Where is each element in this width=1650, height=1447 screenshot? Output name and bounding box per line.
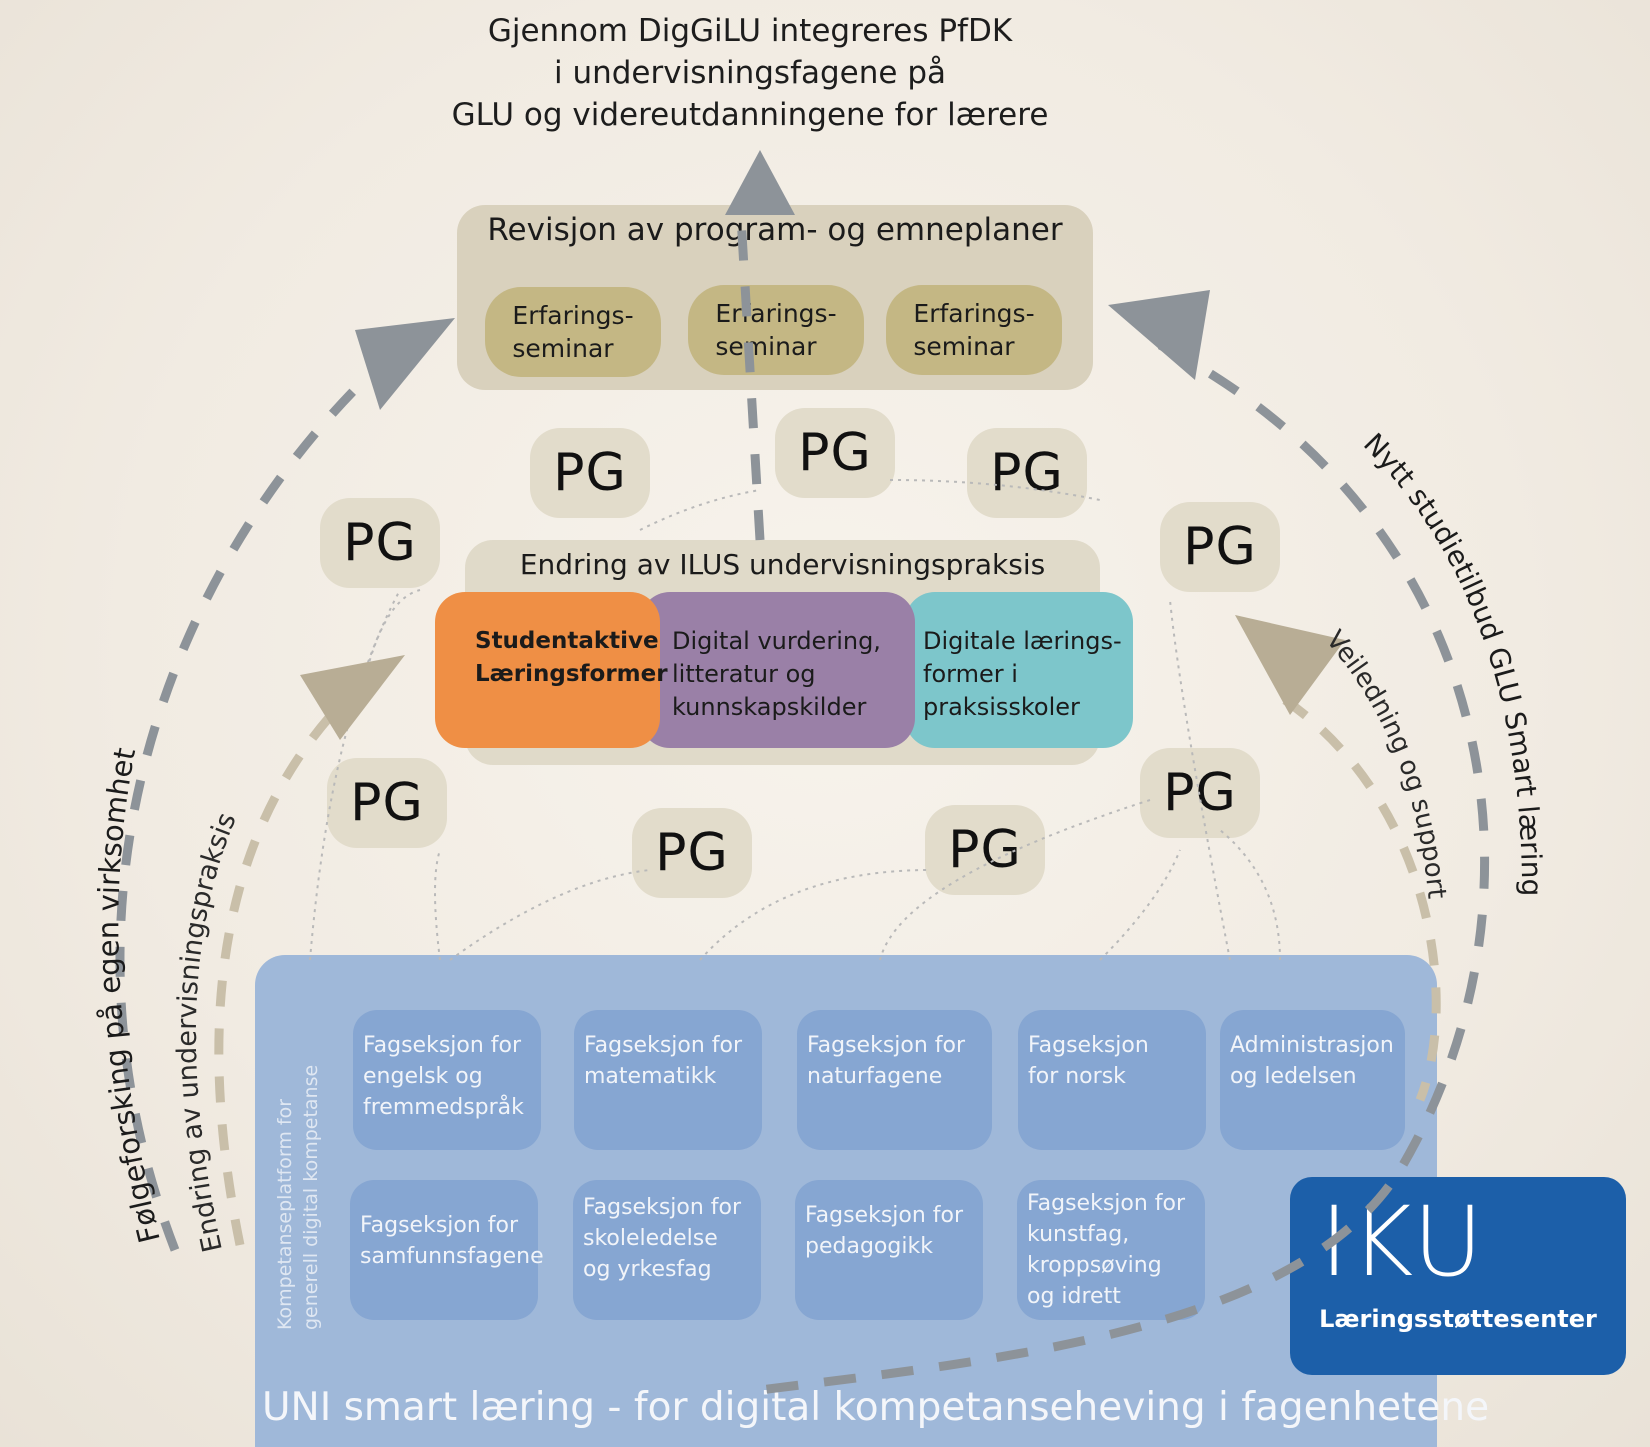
section-line: kunstfag, (1027, 1222, 1130, 1247)
title-line: GLU og videreutdanningene for lærere (451, 97, 1049, 133)
digitale-laeringsformer-box: Digitale lærings- former i praksisskoler (905, 592, 1133, 748)
pg-node: PG (775, 408, 895, 498)
iku-logo: IKU Læringsstøttesenter (1290, 1177, 1626, 1375)
seminar-line: seminar (913, 332, 1015, 361)
section-line: Fagseksjon for (584, 1033, 743, 1058)
section-line: Fagseksjon for (583, 1195, 742, 1220)
pg-node: PG (320, 498, 440, 588)
section-line: fremmedspråk (363, 1095, 524, 1120)
uni-smart-laering-title: UNI smart læring - for digital kompetans… (262, 1385, 1490, 1430)
section-line: Fagseksjon for (807, 1033, 966, 1058)
ilus-title: Endring av ILUS undervisningspraksis (519, 548, 1046, 581)
pg-node: PG (530, 428, 650, 518)
section-skoleledelse: Fagseksjon for skoleledelse og yrkesfag (573, 1180, 761, 1320)
iku-logo-name: IKU (1320, 1186, 1485, 1298)
connection-line (309, 589, 401, 961)
arrowhead-right-outer (1108, 290, 1210, 380)
arrowhead-center (725, 150, 795, 215)
pg-node: PG (327, 758, 447, 848)
connection-line (699, 869, 931, 961)
box-line: Læringsformer (475, 661, 668, 687)
arrowhead-right-inner (1235, 615, 1345, 715)
box-line: litteratur og (672, 660, 816, 688)
section-line: samfunnsfagene (360, 1244, 544, 1269)
connection-line (449, 869, 651, 961)
revisjon-title: Revisjon av program- og emneplaner (487, 212, 1063, 248)
section-line: engelsk og (363, 1064, 483, 1089)
arrowhead-left-inner (300, 655, 405, 740)
erfaringsseminar-2: Erfarings-seminar (688, 285, 864, 375)
box-line: Digitale lærings- (923, 627, 1122, 655)
seminar-line: Erfarings- (512, 301, 634, 330)
section-line: pedagogikk (805, 1234, 933, 1259)
section-line: skoleledelse (583, 1226, 718, 1251)
arrowhead-left-outer (355, 318, 455, 410)
diagram-title: Gjennom DigGiLU integreres PfDK i underv… (400, 10, 1100, 136)
section-line: naturfagene (807, 1064, 943, 1089)
section-line: Fagseksjon for (805, 1203, 964, 1228)
connection-line (1099, 849, 1181, 961)
section-kunstfag: Fagseksjon for kunstfag, kroppsøving og … (1017, 1180, 1205, 1320)
connection-line (639, 489, 761, 531)
box-line: Digital vurdering, (672, 627, 881, 655)
connection-line (1219, 829, 1281, 961)
label-right-inner-text: Veiledning og support (1320, 625, 1452, 900)
title-line: Gjennom DigGiLU integreres PfDK (487, 13, 1013, 49)
seminar-line: seminar (715, 332, 817, 361)
section-line: Administrasjon (1230, 1033, 1394, 1058)
label-right-outer-text: Nytt studietilbud GLU Smart læring (1357, 427, 1548, 897)
section-line: Fagseksjon for (1027, 1191, 1186, 1216)
section-administrasjon: Administrasjon og ledelsen (1220, 1010, 1405, 1150)
section-matematikk: Fagseksjon for matematikk (574, 1010, 762, 1150)
connection-line (1169, 599, 1231, 961)
label-right-inner: Veiledning og support (1320, 625, 1452, 900)
box-line: former i (923, 660, 1018, 688)
section-line: matematikk (584, 1064, 717, 1089)
erfaringsseminar-3: Erfarings-seminar (886, 285, 1062, 375)
section-engelsk: Fagseksjon for engelsk og fremmedspråk (353, 1010, 541, 1150)
section-line: og yrkesfag (583, 1257, 712, 1282)
arc-center (735, 199, 765, 541)
connection-lines (309, 479, 1281, 961)
section-pedagogikk: Fagseksjon for pedagogikk (795, 1180, 983, 1320)
connection-line (434, 849, 441, 961)
pg-node: PG (632, 808, 752, 898)
pg-node: PG (925, 805, 1045, 895)
digital-vurdering-box: Digital vurdering, litteratur og kunnska… (640, 592, 915, 748)
erfaringsseminar-1: Erfarings-seminar (485, 287, 661, 377)
arc-right-outer (759, 341, 1489, 1395)
studentaktive-box: Studentaktive Læringsformer (435, 592, 668, 748)
arc-right-inner (1282, 696, 1441, 1102)
section-line: Fagseksjon for (363, 1033, 522, 1058)
label-right-outer: Nytt studietilbud GLU Smart læring (1357, 427, 1548, 897)
section-naturfagene: Fagseksjon for naturfagene (797, 1010, 992, 1150)
pg-node: PG (967, 428, 1087, 518)
title-line: i undervisningsfagene på (553, 55, 946, 91)
section-line: og idrett (1027, 1284, 1121, 1309)
section-norsk: Fagseksjon for norsk (1018, 1010, 1206, 1150)
box-line: praksisskoler (923, 693, 1080, 721)
seminar-line: seminar (512, 334, 614, 363)
section-line: kroppsøving (1027, 1253, 1162, 1278)
section-line: Fagseksjon (1028, 1033, 1149, 1058)
box-line: kunnskapskilder (672, 693, 867, 721)
iku-logo-subtitle: Læringsstøttesenter (1319, 1305, 1597, 1333)
pg-node: PG (1160, 502, 1280, 592)
section-line: Fagseksjon for (360, 1213, 519, 1238)
arc-left-outer (115, 356, 389, 1252)
connection-line (879, 799, 1151, 961)
arc-left-inner (214, 696, 349, 1246)
connection-line (359, 589, 421, 701)
section-line: og ledelsen (1230, 1064, 1357, 1089)
seminar-line: Erfarings- (715, 299, 837, 328)
box-line: Studentaktive (475, 628, 659, 654)
label-left-outer-text: Følgeforsking på egen virksomhet (91, 745, 166, 1246)
section-line: for norsk (1028, 1064, 1126, 1089)
seminar-line: Erfarings- (913, 299, 1035, 328)
section-samfunnsfagene: Fagseksjon for samfunnsfagene (350, 1180, 544, 1320)
label-left-outer: Følgeforsking på egen virksomhet (91, 745, 166, 1246)
connection-line (889, 479, 1101, 501)
